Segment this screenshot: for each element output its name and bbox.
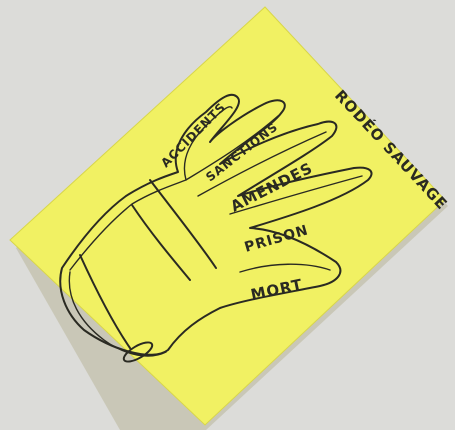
sticky-note — [10, 7, 445, 425]
